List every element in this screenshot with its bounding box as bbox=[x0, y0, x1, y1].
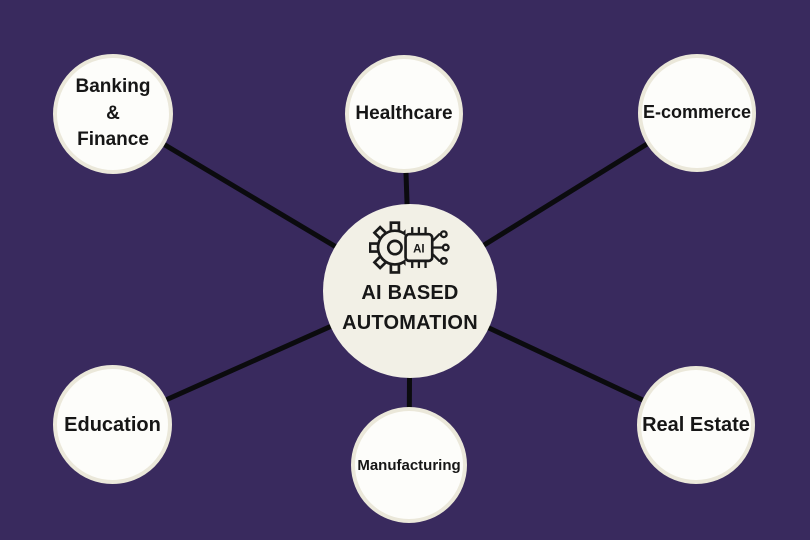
node-label: Healthcare bbox=[355, 102, 453, 124]
node-banking-finance: Banking & Finance bbox=[53, 54, 173, 174]
center-node-label: AI BASED AUTOMATION bbox=[342, 282, 478, 334]
ai-chip-gear-icon: AI bbox=[368, 212, 451, 276]
node-label: Banking & Finance bbox=[75, 76, 151, 151]
node-label: Manufacturing bbox=[357, 456, 461, 474]
node-healthcare: Healthcare bbox=[345, 55, 463, 173]
node-e-commerce: E-commerce bbox=[638, 54, 756, 172]
center-node-ai-automation: AI AI BASED AUTOMATION bbox=[323, 204, 497, 378]
node-education: Education bbox=[53, 365, 172, 484]
ai-chip-label: AI bbox=[413, 243, 425, 255]
node-label: Education bbox=[64, 413, 161, 436]
node-label: Real Estate bbox=[642, 414, 750, 436]
node-manufacturing: Manufacturing bbox=[351, 407, 467, 523]
node-label: E-commerce bbox=[642, 102, 752, 123]
node-real-estate: Real Estate bbox=[637, 366, 755, 484]
